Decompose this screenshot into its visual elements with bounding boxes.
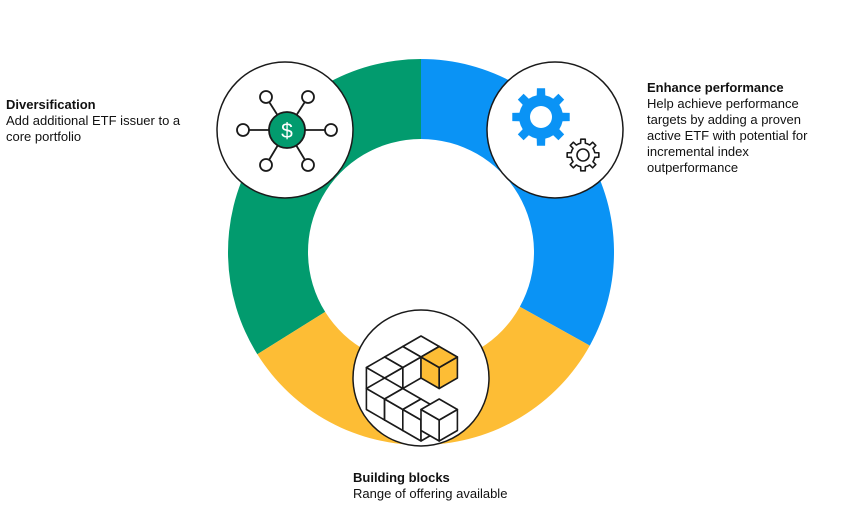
diversification-title: Diversification [6,97,96,112]
building-label: Building blocks Range of offering availa… [353,470,613,502]
enhance-label: Enhance performance Help achieve perform… [647,80,837,176]
network-dollar-icon: $ [236,90,338,172]
enhance-node [486,61,624,199]
building-description: Range of offering available [353,486,508,501]
svg-text:$: $ [281,120,293,143]
diversification-label: Diversification Add additional ETF issue… [6,97,216,145]
diversification-description: Add additional ETF issuer to a core port… [6,113,181,144]
gears-icon [512,88,600,172]
enhance-title: Enhance performance [647,80,784,95]
small-gear-icon [566,138,600,172]
cubes-icon [365,335,459,442]
diversification-node: $ [216,61,354,199]
building-node [352,309,490,447]
large-gear-icon [512,88,570,146]
building-title: Building blocks [353,470,450,485]
enhance-description: Help achieve performance targets by addi… [647,96,808,175]
